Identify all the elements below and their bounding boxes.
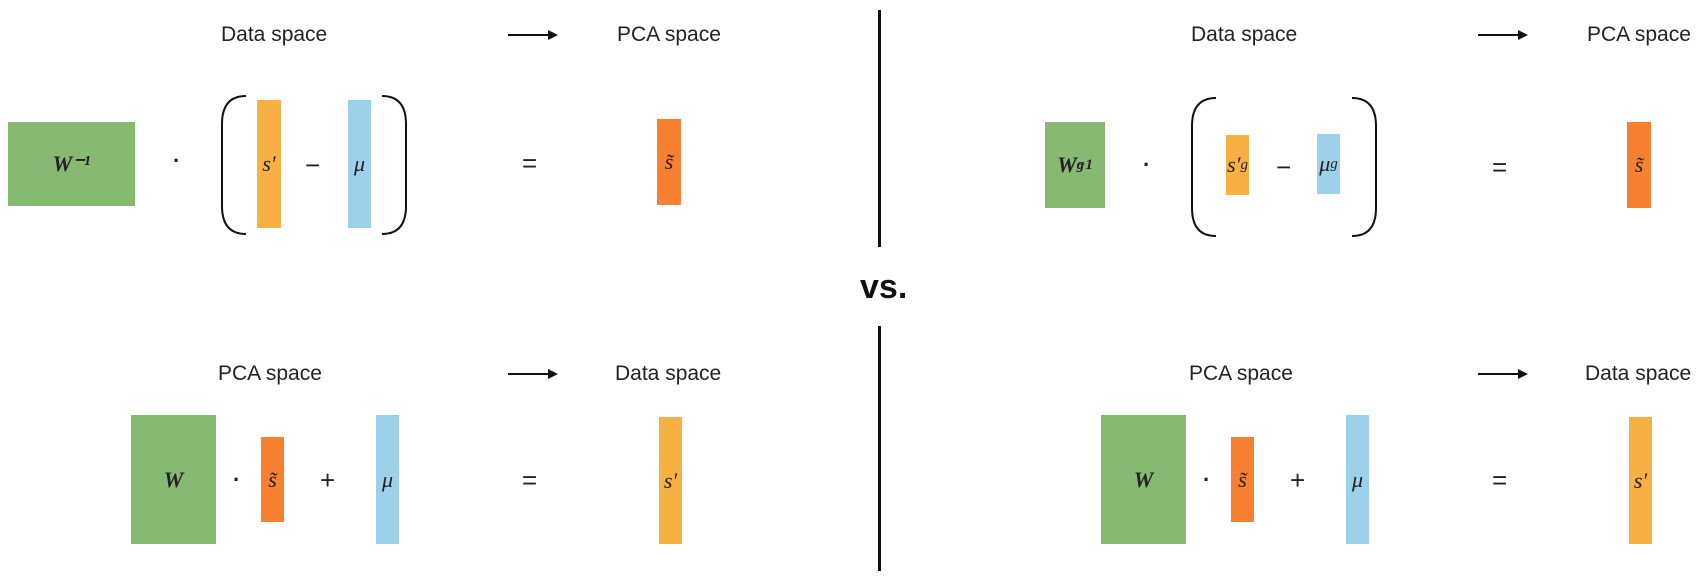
pca-vector: s̃ bbox=[657, 119, 681, 205]
top-divider bbox=[878, 10, 881, 247]
arrow-icon bbox=[508, 369, 558, 379]
vector-symbol: s′ bbox=[1227, 152, 1241, 177]
from-label: PCA space bbox=[1189, 362, 1293, 385]
matrix-subscript: g bbox=[1076, 156, 1085, 173]
data-vector: s′ bbox=[659, 417, 682, 544]
arrow-icon bbox=[508, 30, 558, 40]
equals-operator: = bbox=[522, 148, 538, 178]
pca-vector: s̃ bbox=[1231, 437, 1254, 522]
vs-label: vs. bbox=[860, 268, 908, 306]
from-label: Data space bbox=[221, 23, 328, 46]
pca-vector: s̃ bbox=[1627, 122, 1651, 208]
equals-operator: = bbox=[1492, 152, 1508, 182]
to-label: Data space bbox=[615, 362, 722, 385]
group-data-vector: s′g bbox=[1226, 135, 1249, 195]
matrix-block: W bbox=[1101, 415, 1186, 544]
inverse-matrix-block: W⁻¹ bbox=[8, 122, 135, 206]
left-paren-icon bbox=[221, 95, 247, 235]
plus-operator: + bbox=[1290, 465, 1306, 495]
right-paren-icon bbox=[1351, 97, 1377, 237]
vector-symbol: μ bbox=[1319, 151, 1331, 176]
minus-operator: − bbox=[305, 150, 321, 180]
dot-operator: · bbox=[1203, 467, 1211, 492]
data-vector: s′ bbox=[1629, 417, 1652, 544]
matrix-block: W bbox=[131, 415, 216, 544]
mean-vector: μ bbox=[348, 100, 371, 228]
vector-subscript: g bbox=[1330, 155, 1338, 172]
matrix-symbol: W bbox=[1057, 152, 1077, 177]
equals-operator: = bbox=[1492, 465, 1508, 495]
from-label: Data space bbox=[1191, 23, 1298, 46]
data-vector: s′ bbox=[257, 100, 281, 228]
vector-subscript: g bbox=[1240, 156, 1248, 173]
mean-vector: μ bbox=[376, 415, 399, 544]
right-paren-icon bbox=[381, 95, 407, 235]
to-label: PCA space bbox=[1587, 23, 1691, 46]
equals-operator: = bbox=[522, 465, 538, 495]
bottom-divider bbox=[878, 326, 881, 571]
minus-operator: − bbox=[1276, 152, 1292, 182]
to-label: Data space bbox=[1585, 362, 1692, 385]
matrix-superscript: −1 bbox=[1076, 156, 1093, 173]
arrow-icon bbox=[1478, 30, 1528, 40]
dot-operator: · bbox=[1143, 152, 1151, 177]
plus-operator: + bbox=[320, 465, 336, 495]
from-label: PCA space bbox=[218, 362, 322, 385]
left-paren-icon bbox=[1191, 97, 1217, 237]
to-label: PCA space bbox=[617, 23, 721, 46]
arrow-icon bbox=[1478, 369, 1528, 379]
pca-vector: s̃ bbox=[261, 437, 284, 522]
dot-operator: · bbox=[173, 148, 181, 173]
mean-vector: μ bbox=[1346, 415, 1369, 544]
dot-operator: · bbox=[233, 467, 241, 492]
